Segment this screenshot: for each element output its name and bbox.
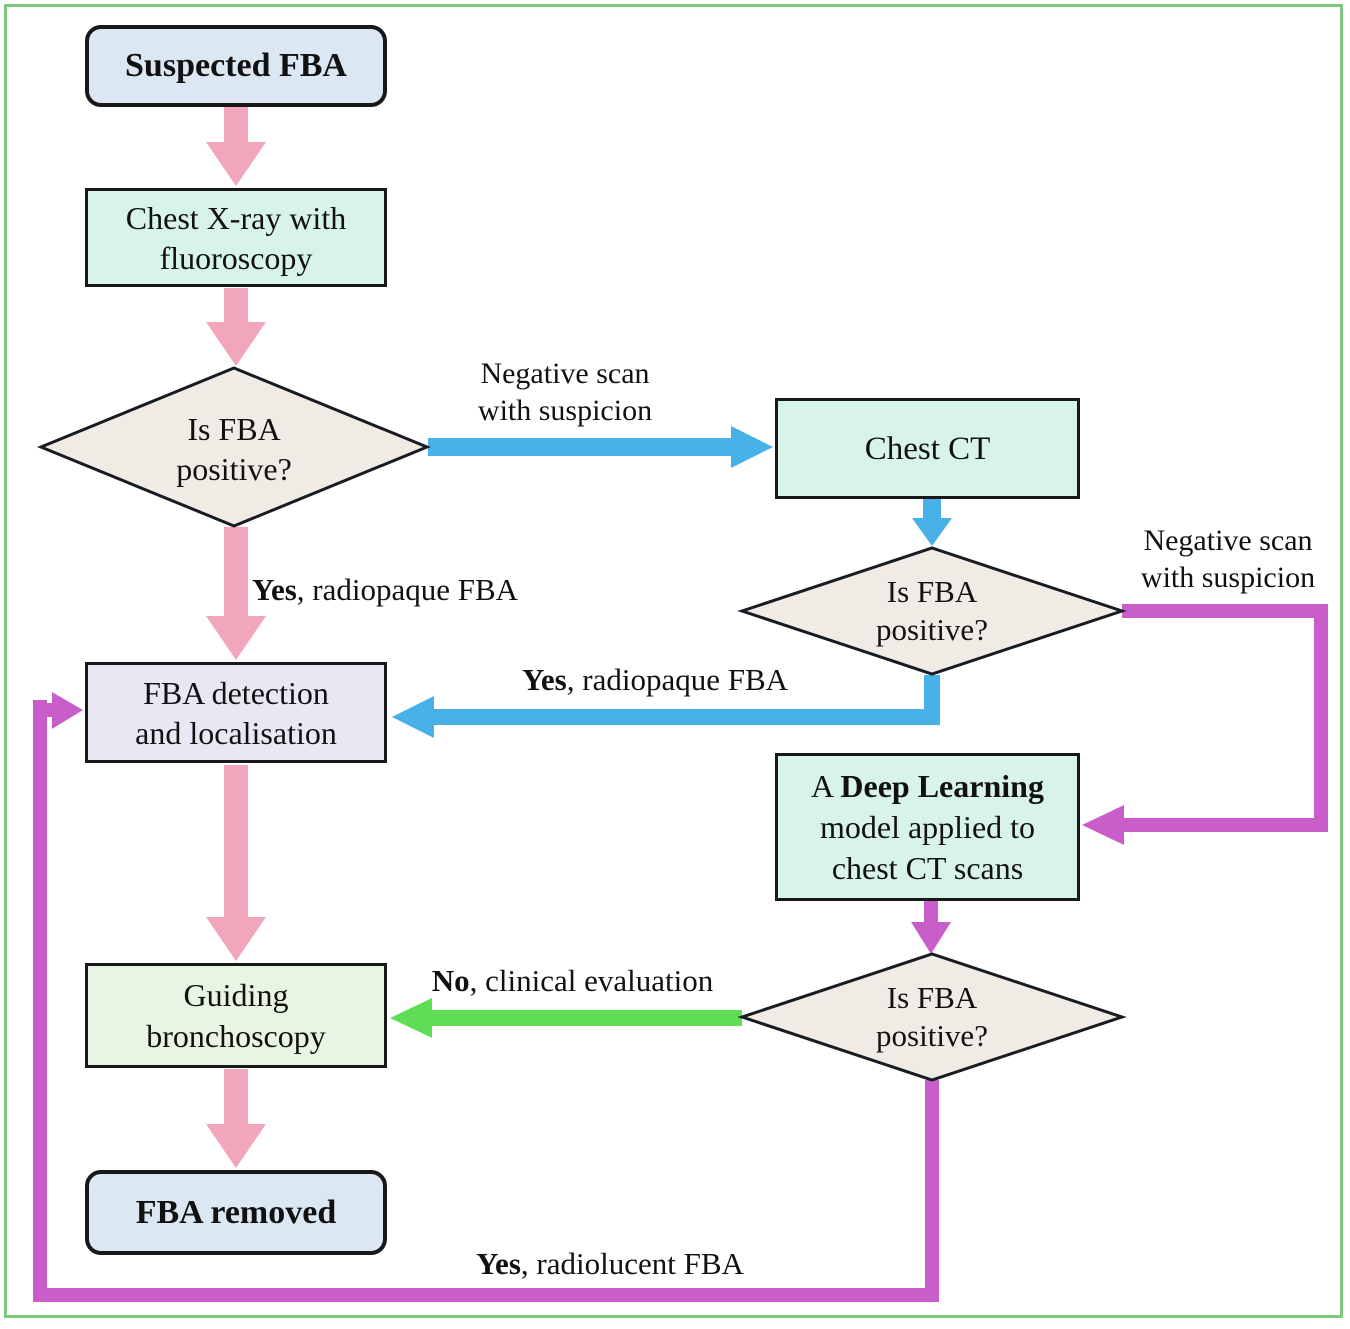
decision-diamonds <box>37 366 1127 1082</box>
loop-left-segment <box>33 700 47 1302</box>
diamond1-line1: Is FBA <box>187 411 281 447</box>
green-arrows <box>390 998 742 1038</box>
deep-learning-line1-pre: A <box>811 767 841 804</box>
diamond-is-fba-positive-1 <box>37 366 431 528</box>
deep-learning-line1-bold: Deep Learning <box>840 767 1044 804</box>
arrow-deeplearning-to-diamond3 <box>911 901 951 954</box>
blue-arrows <box>392 426 952 738</box>
loop-arrowhead-into-detection <box>52 692 83 729</box>
node-guiding-line2: bronchoscopy <box>146 1017 326 1054</box>
yes-radiolucent-bold: Yes <box>476 1246 521 1281</box>
diamond3-line1: Is FBA <box>886 980 978 1015</box>
diamond2-text: Is FBA positive? <box>822 573 1042 649</box>
arrow-xray-to-diamond1 <box>206 288 266 366</box>
node-deep-learning: A Deep Learning model applied to chest C… <box>775 753 1080 901</box>
diamond1-line2: positive? <box>176 451 292 487</box>
arrow-diamond2-to-deeplearning-elbow <box>1082 604 1328 845</box>
diamond-is-fba-positive-2 <box>737 546 1127 676</box>
diamond3-line2: positive? <box>876 1018 988 1053</box>
node-fba-removed-label: FBA removed <box>135 1193 337 1231</box>
node-deep-learning-line2: model applied to <box>819 808 1036 845</box>
arrow-diamond2-to-detection-elbow <box>392 675 940 738</box>
diamond3-text: Is FBA positive? <box>822 979 1042 1055</box>
node-suspected-fba-label: Suspected FBA <box>125 47 347 84</box>
edge-label-yes-radiolucent: Yes, radiolucent FBA <box>455 1245 765 1282</box>
loop-bottom-segment <box>33 1288 939 1302</box>
node-chest-ct-label: Chest CT <box>864 430 991 467</box>
loop-stub-into-detection <box>40 703 54 717</box>
node-chest-xray-line2: fluoroscopy <box>159 239 313 276</box>
arrow-chestct-to-diamond2 <box>912 499 952 546</box>
edge-label-yes-radiopaque-1: Yes, radiopaque FBA <box>252 571 518 608</box>
arrow-diamond1-to-chestct <box>428 426 773 468</box>
node-fba-detection-line2: and localisation <box>135 714 337 751</box>
magenta-arrows <box>33 604 1328 1302</box>
arrow-diamond1-to-detection <box>206 527 266 660</box>
diamond1-text: Is FBA positive? <box>124 409 344 489</box>
yes-radiopaque-1-rest: , radiopaque FBA <box>296 572 519 607</box>
node-guiding-line1: Guiding <box>183 976 289 1013</box>
no-clinical-rest: , clinical evaluation <box>469 963 714 998</box>
node-suspected-fba: Suspected FBA <box>85 25 387 107</box>
diamond2-line2: positive? <box>876 612 988 647</box>
node-deep-learning-line1: A Deep Learning <box>811 766 1044 807</box>
edge-label-yes-radiopaque-2: Yes, radiopaque FBA <box>490 661 820 698</box>
arrow-diamond3-to-guiding <box>390 998 742 1038</box>
no-clinical-bold: No <box>431 963 470 998</box>
negative-scan-2-line2: with suspicion <box>1140 561 1316 594</box>
node-chest-ct: Chest CT <box>775 398 1080 499</box>
negative-scan-1-line1: Negative scan <box>480 357 650 390</box>
edge-label-negative-scan-2: Negative scan with suspicion <box>1116 522 1340 596</box>
yes-radiopaque-2-rest: , radiopaque FBA <box>566 662 789 697</box>
node-deep-learning-line3: chest CT scans <box>831 849 1024 886</box>
pink-arrows <box>206 107 266 1168</box>
node-chest-xray: Chest X-ray with fluoroscopy <box>85 188 387 287</box>
yes-radiopaque-2-bold: Yes <box>521 662 567 697</box>
arrow-detection-to-guiding <box>206 765 266 961</box>
arrow-guiding-to-removed <box>206 1069 266 1168</box>
node-fba-detection-line1: FBA detection <box>143 674 329 711</box>
negative-scan-2-line1: Negative scan <box>1143 524 1313 557</box>
node-fba-removed: FBA removed <box>85 1170 387 1255</box>
edge-label-negative-scan-1: Negative scan with suspicion <box>450 355 680 429</box>
diamond-is-fba-positive-3 <box>737 952 1127 1082</box>
edge-label-no-clinical-evaluation: No, clinical evaluation <box>400 962 745 999</box>
yes-radiopaque-1-bold: Yes <box>252 572 297 607</box>
arrow-suspected-to-xray <box>206 107 266 186</box>
diamond2-line1: Is FBA <box>886 574 978 609</box>
loop-drop-from-diamond3 <box>925 1080 939 1302</box>
node-fba-detection: FBA detection and localisation <box>85 662 387 763</box>
negative-scan-1-line2: with suspicion <box>477 394 653 427</box>
node-guiding-bronchoscopy: Guiding bronchoscopy <box>85 963 387 1068</box>
yes-radiolucent-rest: , radiolucent FBA <box>520 1246 744 1281</box>
node-chest-xray-line1: Chest X-ray with <box>125 199 347 236</box>
